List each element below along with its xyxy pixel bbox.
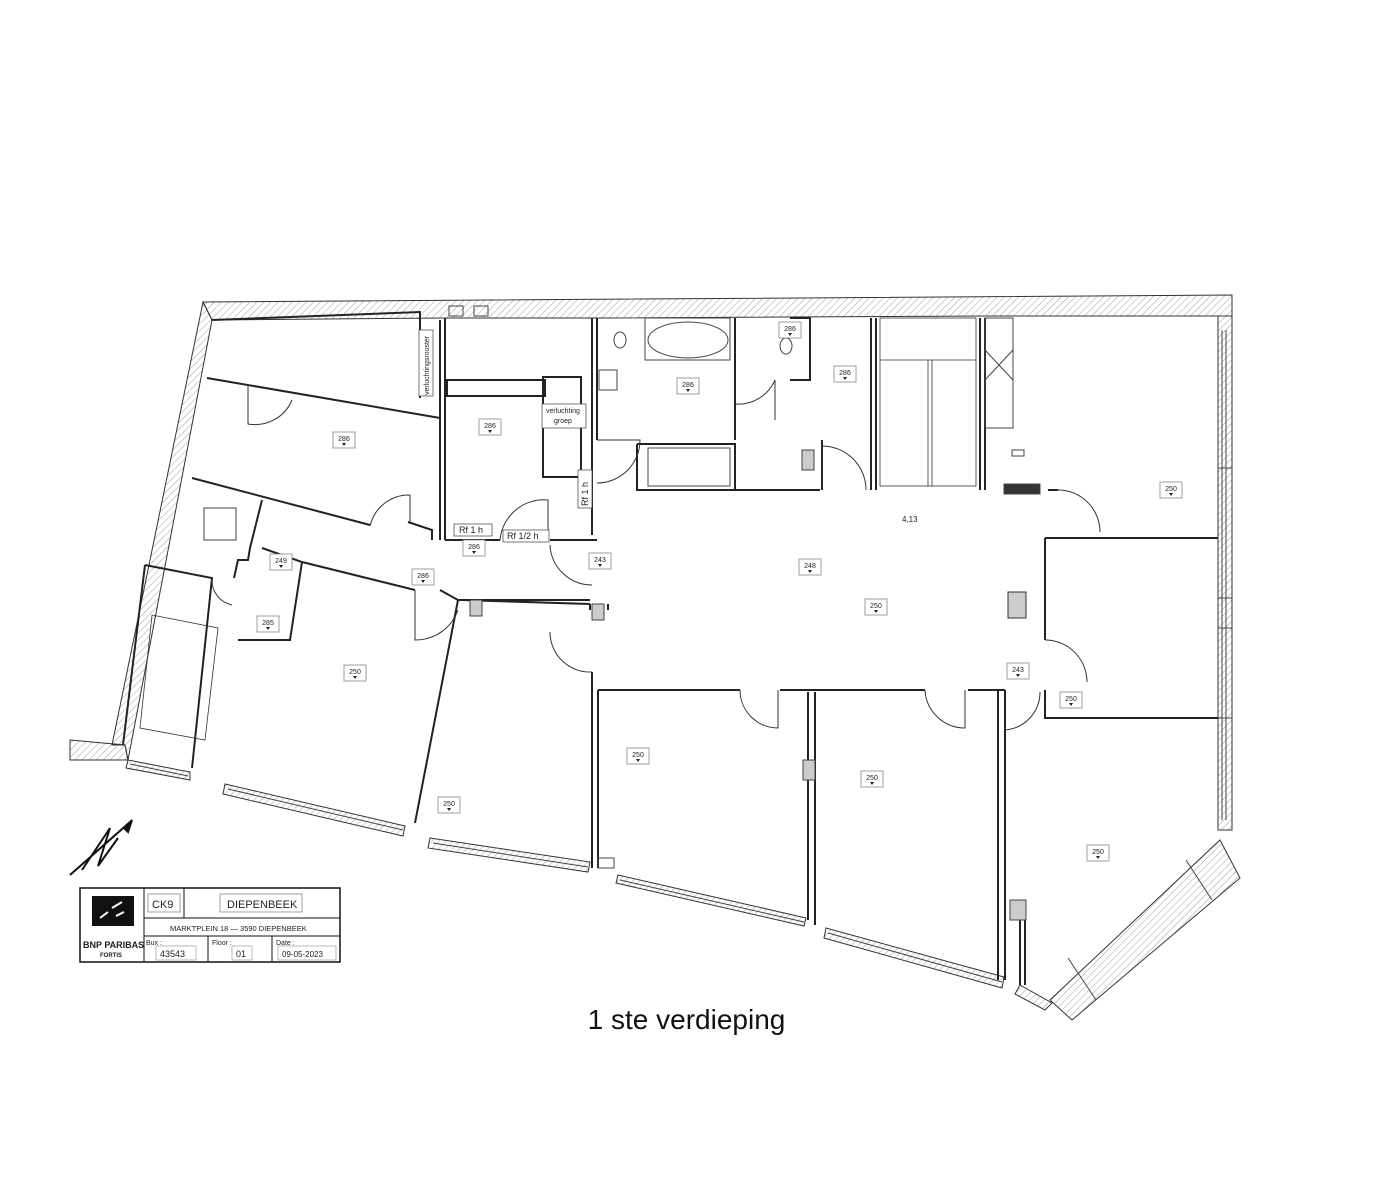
- height-arrow-icon: [870, 782, 874, 785]
- height-mark-value: 250: [870, 603, 882, 610]
- height-mark-value: 250: [1065, 696, 1077, 703]
- title-block-bux-value: 43543: [160, 949, 185, 959]
- height-mark: 286: [778, 321, 802, 339]
- height-arrow-icon: [488, 430, 492, 433]
- height-arrow-icon: [598, 564, 602, 567]
- fixtures: [203, 305, 1041, 921]
- height-arrow-icon: [421, 580, 425, 583]
- height-mark-value: 285: [262, 620, 274, 627]
- height-arrow-icon: [808, 570, 812, 573]
- height-arrow-icon: [342, 443, 346, 446]
- title-block-bux-label: Bux :: [146, 940, 162, 947]
- title-block-date-value: 09-05-2023: [282, 950, 323, 959]
- title-block-city: DIEPENBEEK: [227, 899, 298, 911]
- height-mark-value: 249: [275, 558, 287, 565]
- height-mark-value: 286: [338, 436, 350, 443]
- interior-walls: [122, 310, 1218, 985]
- height-mark: 285: [256, 615, 280, 633]
- height-mark-value: 286: [682, 382, 694, 389]
- height-mark: 249: [269, 553, 293, 571]
- height-mark: 250: [343, 664, 367, 682]
- title-block-floor-value: 01: [236, 949, 246, 959]
- height-mark-value: 286: [468, 544, 480, 551]
- height-arrow-icon: [472, 551, 476, 554]
- height-mark: 286: [833, 365, 857, 383]
- staircase-left: [139, 614, 219, 741]
- floor-caption: 1 ste verdieping: [587, 1004, 786, 1035]
- height-mark: 286: [332, 431, 356, 449]
- height-mark: 250: [1059, 691, 1083, 709]
- height-arrow-icon: [788, 333, 792, 336]
- fire-rating-label-2: Rf 1 h: [580, 482, 590, 506]
- fire-rating-label-1: Rf 1 h: [459, 525, 483, 535]
- height-mark-value: 286: [484, 423, 496, 430]
- logo-text-2: FORTIS: [100, 953, 122, 959]
- height-arrow-icon: [353, 676, 357, 679]
- height-mark-value: 250: [349, 669, 361, 676]
- height-arrow-icon: [1016, 674, 1020, 677]
- height-mark-value: 248: [804, 563, 816, 570]
- windows: [129, 330, 1232, 1001]
- height-mark: 250: [626, 747, 650, 765]
- vent-label-vertical: verluchtingsrooster: [424, 335, 431, 395]
- height-arrow-icon: [1169, 493, 1173, 496]
- height-mark: 250: [437, 796, 461, 814]
- fire-rating-label-half: Rf 1/2 h: [507, 531, 539, 541]
- height-mark: 250: [860, 770, 884, 788]
- height-mark: 286: [478, 418, 502, 436]
- height-arrow-icon: [279, 565, 283, 568]
- vent-label-box-line-2: groep: [554, 418, 572, 425]
- door-swings: [211, 379, 1101, 731]
- vent-label-box-line-1: verluchting: [546, 408, 580, 415]
- height-mark: 250: [1086, 844, 1110, 862]
- height-mark: 286: [462, 539, 486, 557]
- height-mark-value: 286: [417, 573, 429, 580]
- height-mark-value: 250: [443, 801, 455, 808]
- height-marks: 286 286 286 286 286 249 286 286 285 250 243 248 250 2…: [256, 321, 1183, 862]
- height-mark-value: 250: [1165, 486, 1177, 493]
- height-mark-value: 243: [594, 557, 606, 564]
- stair-level-label: 4,13: [902, 515, 918, 524]
- title-block-floor-label: Floor :: [212, 940, 232, 947]
- height-mark-value: 250: [632, 752, 644, 759]
- height-arrow-icon: [266, 627, 270, 630]
- height-mark: 248: [798, 558, 822, 576]
- height-mark: 286: [676, 377, 700, 395]
- height-arrow-icon: [843, 377, 847, 380]
- title-block-code: CK9: [152, 899, 173, 911]
- title-block-address: MARKTPLEIN 18 — 3590 DIEPENBEEK: [170, 924, 307, 933]
- title-block: BNP PARIBAS FORTIS CK9 DIEPENBEEK MARKTP…: [79, 887, 341, 963]
- north-arrow-icon: [69, 819, 133, 876]
- height-mark-value: 250: [1092, 849, 1104, 856]
- height-arrow-icon: [1069, 703, 1073, 706]
- height-mark: 243: [1006, 662, 1030, 680]
- height-arrow-icon: [686, 389, 690, 392]
- height-mark: 250: [864, 598, 888, 616]
- height-mark-value: 243: [1012, 667, 1024, 674]
- title-block-date-label: Date :: [276, 940, 295, 947]
- height-arrow-icon: [874, 610, 878, 613]
- logo-text-1: BNP PARIBAS: [83, 940, 144, 950]
- height-arrow-icon: [1096, 856, 1100, 859]
- staircase-right: [879, 317, 977, 487]
- logo-icon: [99, 901, 125, 919]
- height-mark: 250: [1159, 481, 1183, 499]
- height-arrow-icon: [447, 808, 451, 811]
- plan-labels: verluchtingsrooster verluchting groep Rf…: [418, 329, 918, 543]
- height-arrow-icon: [636, 759, 640, 762]
- height-mark: 286: [411, 568, 435, 586]
- height-mark-value: 250: [866, 775, 878, 782]
- height-mark-value: 286: [784, 326, 796, 333]
- height-mark: 243: [588, 552, 612, 570]
- height-mark-value: 286: [839, 370, 851, 377]
